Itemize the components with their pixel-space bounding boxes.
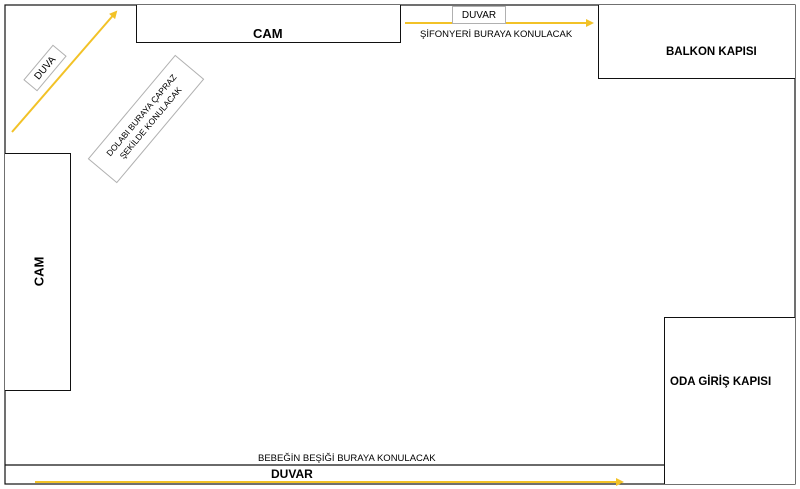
balcony-door [598,5,795,79]
entrance-door [664,317,795,484]
corner-arrow [11,10,118,133]
top-window [136,5,401,43]
left-window-label: CAM [31,256,47,287]
left-window [5,153,71,391]
crib-note: BEBEĞİN BEŞİĞİ BURAYA KONULACAK [258,453,436,464]
balcony-door-label: BALKON KAPISI [666,46,757,58]
top-wall-label: DUVAR [452,6,506,24]
bottom-wall-label: DUVAR [271,467,313,481]
entrance-door-label: ODA GİRİŞ KAPISI [670,376,772,388]
top-window-label: CAM [253,26,283,41]
dresser-note: ŞİFONYERİ BURAYA KONULACAK [420,29,573,40]
